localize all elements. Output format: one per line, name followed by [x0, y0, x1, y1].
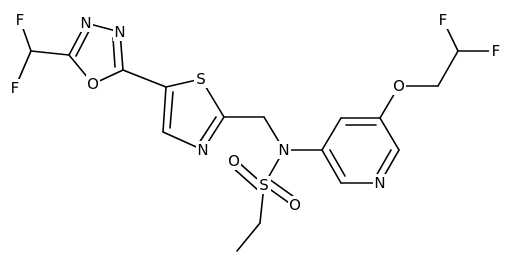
- atom-n-oxadiazole-4-label: N: [114, 23, 125, 41]
- atom-n-thiazole: N: [196, 141, 210, 159]
- bond-c4t-c5t-double: [169, 91, 174, 129]
- bond-s-o1-double: [231, 166, 260, 192]
- bond-n4-c5-double: [112, 37, 116, 68]
- bond-chf2-c2: [30, 50, 70, 56]
- atom-f3: F: [436, 11, 450, 29]
- bond-pc2-pc3: [321, 149, 342, 184]
- atom-s-thiazole: S: [194, 70, 208, 88]
- atom-n-amine: N: [277, 141, 291, 159]
- atom-o-sulfonyl-2-label: O: [289, 196, 301, 214]
- atom-n-oxadiazole-3-label: N: [80, 14, 91, 32]
- atom-n-pyridine-label: N: [374, 174, 385, 192]
- bond-c2t-n-double: [198, 116, 217, 144]
- atom-f2: F: [8, 79, 22, 97]
- atom-f2-label: F: [11, 79, 20, 97]
- atom-f3-label: F: [439, 11, 448, 29]
- atom-f1: F: [13, 11, 27, 29]
- bond-layer: [14, 19, 495, 252]
- atom-n-thiazole-label: N: [197, 141, 208, 159]
- bond-s-o2-double: [268, 178, 298, 200]
- atom-o-ether-label: O: [393, 77, 405, 95]
- bond-ethyl1-ethyl2: [236, 222, 261, 252]
- bond-oxa-thz: [122, 69, 167, 88]
- bond-c4t-c5t: [162, 86, 167, 133]
- bond-c2-n3-double: [75, 30, 90, 57]
- atom-label-layer: F F N N O S N N: [8, 11, 503, 214]
- bond-ch2-chf2: [437, 50, 459, 87]
- atom-o-ether: O: [392, 77, 406, 95]
- bond-pc2-pc3-double: [329, 149, 346, 177]
- atom-s-sulfonyl: S: [257, 176, 271, 194]
- atom-o-sulfonyl-1: O: [227, 152, 241, 170]
- atom-o-sulfonyl-2: O: [288, 196, 302, 214]
- atom-s-sulfonyl-label: S: [259, 176, 269, 194]
- atom-o-sulfonyl-1-label: O: [228, 152, 240, 170]
- atom-f1-label: F: [16, 11, 25, 29]
- atom-n-oxadiazole-4: N: [113, 23, 127, 41]
- bond-pc5-pc6: [379, 117, 400, 151]
- atom-n-pyridine: N: [373, 174, 387, 192]
- atom-o-oxadiazole: O: [86, 75, 100, 93]
- atom-o-oxadiazole-label: O: [87, 75, 99, 93]
- atom-f4-label: F: [492, 42, 501, 60]
- bond-pc3-pc4: [321, 117, 342, 151]
- atom-n-amine-label: N: [278, 141, 289, 159]
- atom-f4: F: [489, 42, 503, 60]
- bond-pc6-pn-double: [375, 149, 392, 177]
- atom-n-oxadiazole-3: N: [79, 14, 93, 32]
- atom-s-thiazole-label: S: [196, 70, 206, 88]
